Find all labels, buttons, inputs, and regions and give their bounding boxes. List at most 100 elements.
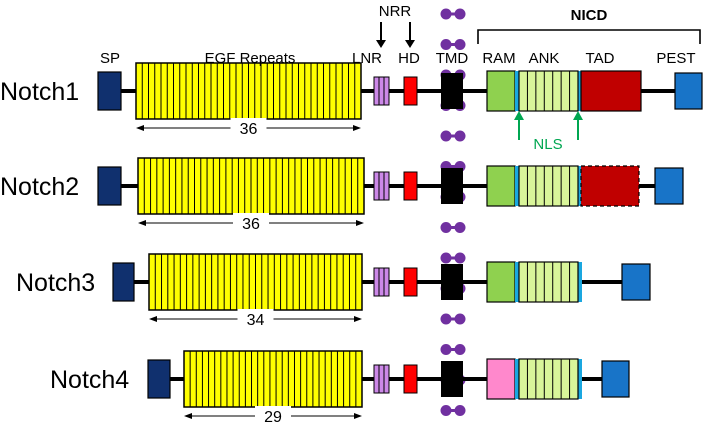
- tmd-domain: [441, 264, 463, 300]
- membrane-lipid-head: [440, 8, 452, 20]
- nicd-label: NICD: [571, 7, 608, 24]
- pest-domain: [674, 72, 703, 110]
- lnr-repeat: [383, 364, 390, 394]
- pest-domain: [654, 167, 684, 205]
- nls-arrowhead-right: [573, 111, 583, 120]
- tad-domain: [580, 70, 642, 112]
- hd-label: HD: [398, 50, 420, 67]
- lnr-repeat: [383, 171, 390, 201]
- nrr-arrowhead-lnr: [376, 40, 386, 48]
- egf-count-arrowhead-left: [184, 413, 192, 419]
- egf-count-arrowhead-right: [353, 125, 361, 131]
- domain-header: SP EGF Repeats LNR HD TMD RAM ANK TAD PE…: [100, 3, 701, 153]
- tad-domain: [580, 165, 640, 207]
- lnr-label: LNR: [352, 50, 382, 67]
- nls-bar-right: [578, 71, 582, 111]
- lnr-repeat: [378, 364, 385, 394]
- nrr-arrowhead-hd: [405, 40, 415, 48]
- nls-bar-left: [515, 359, 519, 399]
- ram-label: RAM: [482, 50, 515, 67]
- tmd-domain: [441, 73, 463, 109]
- nls-bar-right: [578, 166, 582, 206]
- membrane-lipid-head: [440, 39, 452, 50]
- protein-name: Notch1: [0, 78, 79, 106]
- lnr-repeat: [378, 76, 385, 106]
- membrane-lipid-head: [440, 344, 452, 355]
- hd-domain: [403, 171, 418, 201]
- protein-row-notch3: Notch3 34: [16, 253, 651, 329]
- tmd-domain: [441, 168, 463, 204]
- membrane-lipid-head: [440, 252, 452, 264]
- membrane-lipid-head: [454, 313, 466, 325]
- ram-domain: [486, 358, 516, 400]
- egf-repeats-domain: [183, 350, 363, 408]
- nls-bar-right: [578, 359, 582, 399]
- nrr-label: NRR: [379, 3, 412, 20]
- lnr-repeat: [378, 171, 385, 201]
- membrane-lipid-head: [440, 313, 452, 325]
- sp-domain: [147, 359, 171, 399]
- tmd-label: TMD: [436, 50, 469, 67]
- nls-bar-left: [515, 71, 519, 111]
- membrane-lipid-head: [454, 252, 466, 264]
- hd-domain: [403, 267, 418, 297]
- pest-label: PEST: [656, 50, 695, 67]
- nls-arrowhead-left: [514, 111, 524, 120]
- protein-name: Notch4: [50, 366, 129, 394]
- membrane-lipid-head: [454, 405, 466, 416]
- membrane-lipid-head: [440, 405, 452, 416]
- membrane-lipid-head: [440, 130, 452, 142]
- nls-bar-right: [578, 262, 582, 302]
- lnr-repeat: [373, 76, 380, 106]
- protein-row-notch2: Notch2 36: [0, 157, 684, 233]
- lnr-repeat: [378, 267, 385, 297]
- egf-count-arrowhead-left: [138, 220, 146, 226]
- ram-domain: [486, 261, 516, 303]
- pest-domain: [621, 263, 651, 301]
- ank-domain: [518, 165, 579, 207]
- nls-bar-left: [515, 166, 519, 206]
- egf-count-label: 36: [242, 216, 260, 233]
- protein-name: Notch2: [0, 173, 79, 201]
- egf-count-arrowhead-right: [354, 316, 362, 322]
- pest-domain: [601, 360, 630, 398]
- egf-count-arrowhead-right: [356, 220, 364, 226]
- protein-name: Notch3: [16, 269, 95, 297]
- membrane-lipid-head: [454, 130, 466, 142]
- ram-domain: [486, 165, 516, 207]
- egf-count-label-bg: [230, 118, 267, 138]
- sp-domain: [97, 71, 122, 111]
- egf-count-label: 36: [240, 121, 258, 138]
- egf-count-arrowhead-right: [354, 413, 362, 419]
- protein-row-notch4: Notch4 29: [50, 350, 630, 426]
- egf-count-arrowhead-left: [136, 125, 144, 131]
- ank-label: ANK: [529, 50, 560, 67]
- egf-count-label-bg: [237, 309, 274, 329]
- ank-domain: [518, 70, 579, 112]
- ank-domain: [518, 358, 579, 400]
- cell-membrane: [440, 8, 466, 416]
- egf-count-label-bg: [255, 406, 291, 426]
- tmd-domain: [441, 361, 463, 397]
- lnr-repeat: [373, 267, 380, 297]
- sp-label: SP: [100, 50, 120, 67]
- tad-label: TAD: [586, 50, 615, 67]
- hd-domain: [403, 364, 418, 394]
- sp-domain: [97, 166, 122, 206]
- egf-count-label: 34: [247, 312, 265, 329]
- egf-count-label-bg: [233, 213, 269, 233]
- egf-count-arrowhead-left: [149, 316, 157, 322]
- egf-count-label: 29: [264, 409, 282, 426]
- membrane-lipid-head: [454, 8, 466, 20]
- hd-domain: [403, 76, 418, 106]
- nls-label: NLS: [533, 136, 562, 153]
- ank-domain: [518, 261, 579, 303]
- membrane-lipid-head: [454, 39, 466, 50]
- lnr-repeat: [373, 171, 380, 201]
- egf-label: EGF Repeats: [205, 50, 296, 67]
- sp-domain: [112, 262, 135, 302]
- nls-bar-left: [515, 262, 519, 302]
